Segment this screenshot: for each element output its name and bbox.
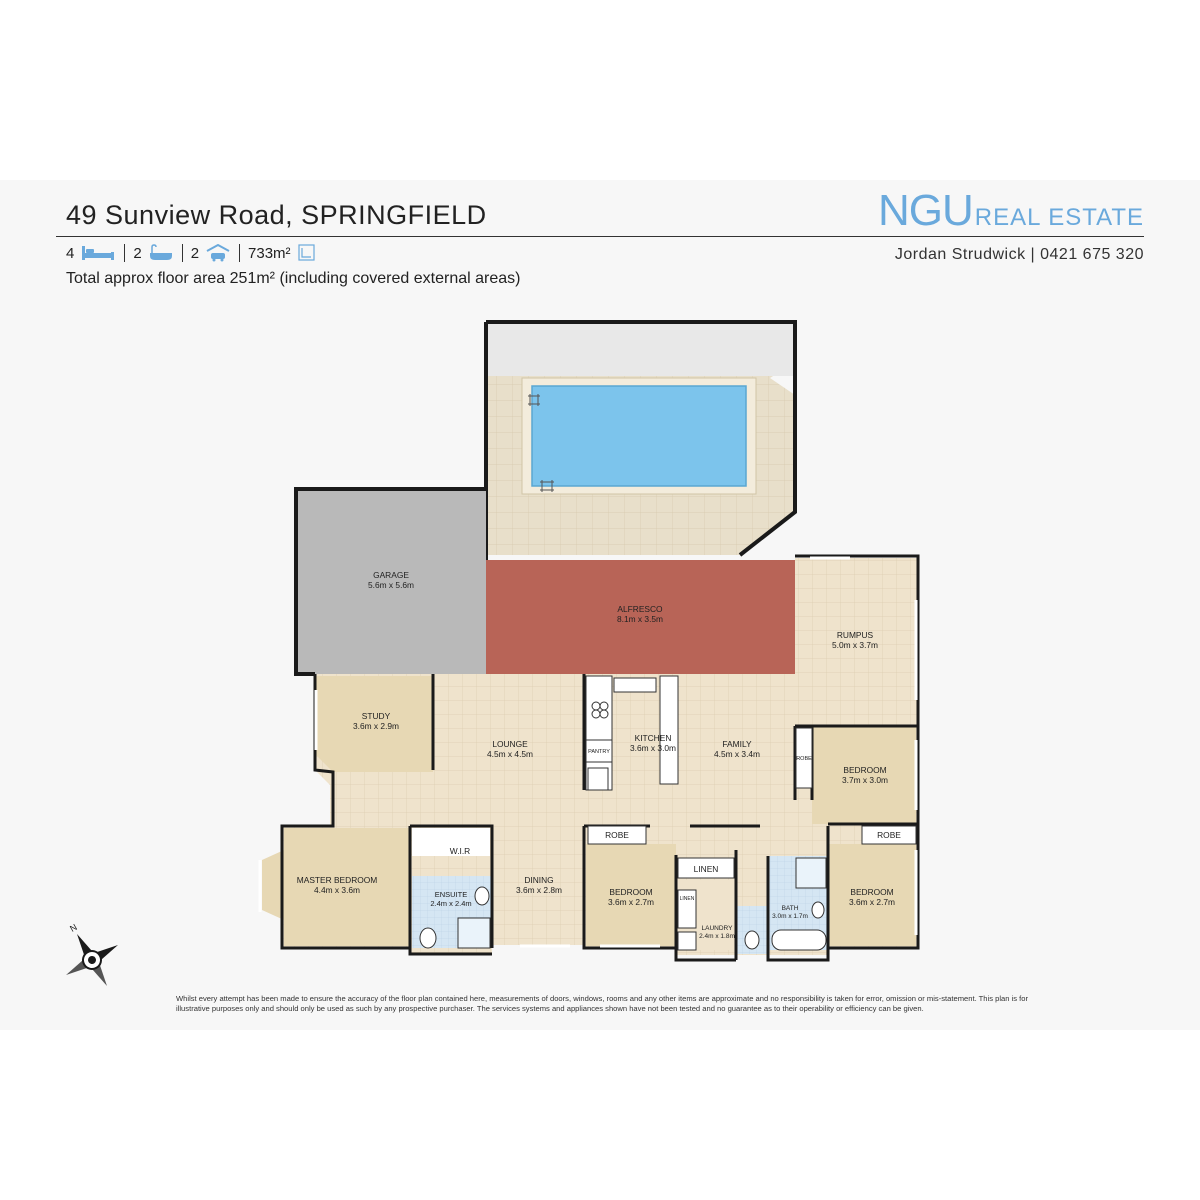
wir-cupboard — [412, 828, 490, 856]
rumpus-size: 5.0m x 3.7m — [832, 640, 878, 650]
lounge-size: 4.5m x 4.5m — [487, 749, 533, 759]
land-size: 733m² — [248, 244, 291, 262]
bath-shower — [795, 857, 827, 889]
dining-size: 3.6m x 2.8m — [516, 885, 562, 895]
bedroom-southeast-floor — [828, 844, 916, 946]
robe-cupboard — [861, 825, 917, 845]
ensuite-label: ENSUITE — [435, 890, 468, 899]
agent-contact: Jordan Strudwick | 0421 675 320 — [894, 246, 1144, 263]
rumpus-label: RUMPUS — [837, 630, 874, 640]
bathroom-count: 2 — [133, 244, 142, 262]
alfresco-size: 8.1m x 3.5m — [617, 614, 663, 624]
robe-label-southeast: ROBE — [877, 830, 901, 840]
bathtub-icon — [771, 929, 827, 951]
bedroom-east-label: BEDROOM — [843, 765, 886, 775]
ensuite-shower — [457, 917, 491, 949]
garage-car-icon — [206, 244, 230, 262]
lounge-label: LOUNGE — [492, 739, 528, 749]
vanity-basin-icon — [811, 901, 825, 919]
brand-main: NGU — [877, 186, 974, 235]
master-bedroom-label: MASTER BEDROOM — [297, 875, 378, 885]
kitchen-label: KITCHEN — [635, 733, 672, 743]
stat-divider — [124, 244, 126, 262]
bath-icon — [149, 244, 172, 260]
swimming-pool — [531, 385, 747, 487]
fridge-icon — [587, 767, 609, 791]
master-bedroom-size: 4.4m x 3.6m — [314, 885, 360, 895]
bath-label: BATH — [782, 905, 799, 912]
study-size: 3.6m x 2.9m — [353, 721, 399, 731]
bedroom-count: 4 — [66, 244, 75, 262]
header-rule — [56, 236, 1144, 237]
property-stats: 4 2 2 733m² — [66, 244, 317, 262]
car-count: 2 — [190, 244, 200, 262]
compass-rose-icon: N — [66, 922, 118, 986]
bedroom-southeast-label: BEDROOM — [850, 887, 893, 897]
bath-size: 3.0m x 1.7m — [772, 913, 808, 920]
family-label: FAMILY — [722, 739, 752, 749]
brand-sub: REAL ESTATE — [974, 204, 1144, 231]
linen-press — [677, 857, 735, 879]
stat-divider — [181, 244, 183, 262]
robe-cupboard — [587, 825, 647, 845]
dining-label: DINING — [524, 875, 553, 885]
pantry-label: PANTRY — [588, 749, 610, 755]
svg-text:N: N — [68, 922, 79, 934]
kitchen-size: 3.6m x 3.0m — [630, 743, 676, 753]
laundry-label: LAUNDRY — [702, 925, 734, 932]
linen-small-label: LINEN — [680, 896, 695, 902]
master-bedroom-floor — [262, 828, 410, 946]
study-label: STUDY — [362, 711, 391, 721]
toilet-icon — [744, 930, 760, 950]
garage-floor — [296, 489, 486, 674]
property-address: 49 Sunview Road, SPRINGFIELD — [66, 200, 487, 230]
garage-label: GARAGE — [373, 570, 409, 580]
robe-label-centre: ROBE — [605, 830, 629, 840]
pool-ladder-icon — [540, 480, 554, 492]
linen-label: LINEN — [694, 864, 719, 874]
linen-cupboard — [677, 889, 697, 929]
laundry-size: 2.4m x 1.8m — [699, 933, 735, 940]
stat-divider — [239, 244, 241, 262]
ensuite-size: 2.4m x 2.4m — [430, 899, 471, 908]
toilet-icon — [419, 927, 437, 949]
pantry-cupboard — [585, 739, 613, 763]
bedroom-centre-label: BEDROOM — [609, 887, 652, 897]
bedroom-southeast-size: 3.6m x 2.7m — [849, 897, 895, 907]
agency-logo: NGUREAL ESTATE — [878, 186, 1144, 236]
bedroom-centre-size: 3.6m x 2.7m — [608, 897, 654, 907]
pool-fence-wall — [486, 320, 797, 557]
kitchen-sink — [613, 677, 657, 693]
wir-label: W.I.R — [450, 846, 470, 856]
garage-size: 5.6m x 5.6m — [368, 580, 414, 590]
alfresco-floor — [486, 560, 795, 674]
bed-icon — [82, 246, 115, 260]
kitchen-island — [659, 675, 679, 785]
robe-cupboard-side — [795, 727, 813, 789]
floor-area-note: Total approx floor area 251m² (including… — [66, 270, 521, 287]
land-size-icon — [297, 244, 315, 261]
windows — [258, 556, 918, 948]
bedroom-centre-floor — [586, 844, 676, 946]
disclaimer-text: Whilst every attempt has been made to en… — [176, 994, 1029, 1013]
robe-label-east: ROBE — [796, 756, 812, 762]
vanity-basin-icon — [474, 886, 490, 906]
family-size: 4.5m x 3.4m — [714, 749, 760, 759]
pool-ladder-icon — [528, 394, 540, 406]
cooktop-icon — [599, 709, 609, 719]
pool-yard-lawn — [488, 324, 793, 376]
bedroom-east-floor — [812, 726, 916, 824]
laundry-tub-icon — [677, 931, 697, 951]
alfresco-label: ALFRESCO — [617, 604, 663, 614]
bedroom-east-size: 3.7m x 3.0m — [842, 775, 888, 785]
study-floor — [315, 676, 433, 772]
interior-walls — [280, 554, 920, 962]
